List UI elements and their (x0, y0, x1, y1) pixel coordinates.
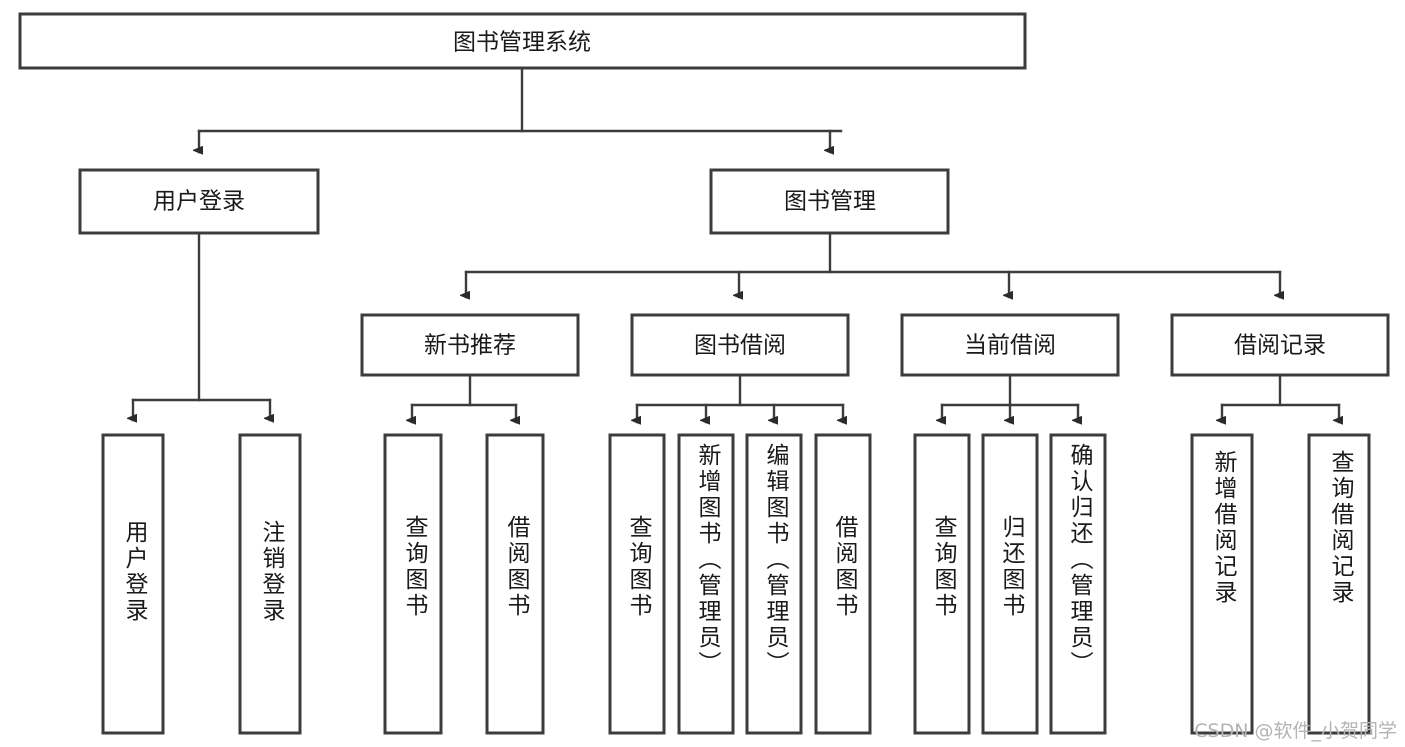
node-current-borrow[interactable]: 当前借阅 (900, 313, 1120, 377)
leaf-box-borrow-record-1[interactable] (1190, 433, 1254, 735)
leaf-box-book-borrow-2[interactable] (677, 433, 735, 735)
leaf-label-book-borrow-3: 编辑图书（管理员） (762, 443, 788, 677)
csdn-watermark: CSDN @软件_小贺同学 (1194, 720, 1397, 742)
leaf-box-current-borrow-3[interactable] (1049, 433, 1107, 735)
leaf-label-current-borrow-2: 归还图书 (998, 515, 1024, 619)
leaf-label-borrow-record-1: 新增借阅记录 (1210, 450, 1236, 606)
leaf-box-new-book-1[interactable] (383, 433, 443, 735)
node-current-borrow-label: 当前借阅 (964, 333, 1056, 359)
node-new-book-recommend-box (360, 313, 580, 377)
leaf-box-current-borrow-2[interactable] (981, 433, 1039, 735)
leaf-label-current-borrow-3: 确认归还（管理员） (1066, 443, 1092, 677)
leaf-box-borrow-record-2[interactable] (1307, 433, 1371, 735)
node-borrow-record[interactable]: 借阅记录 (1170, 313, 1390, 377)
connector-group-new-book (412, 373, 516, 422)
leaf-label-user-login-1: 用户登录 (121, 520, 147, 624)
node-root-box (18, 12, 1027, 70)
node-borrow-record-label: 借阅记录 (1234, 333, 1326, 359)
node-root-system[interactable]: 图书管理系统 (18, 12, 1027, 70)
leaf-label-book-borrow-1: 查询图书 (625, 515, 651, 619)
node-root-label: 图书管理系统 (453, 30, 591, 56)
node-user-login-box (78, 168, 320, 235)
connector-group-current-borrow (942, 373, 1078, 422)
leaf-box-book-borrow-1[interactable] (608, 433, 666, 735)
node-user-login-label: 用户登录 (153, 189, 245, 215)
node-book-manage-label: 图书管理 (784, 189, 876, 215)
leaf-box-user-login-1[interactable] (101, 433, 165, 735)
node-current-borrow-box (900, 313, 1120, 377)
node-user-login[interactable]: 用户登录 (78, 168, 320, 235)
connector-group-book-borrow (637, 373, 843, 422)
connector-group-borrow-record (1222, 373, 1339, 422)
leaf-label-book-borrow-4: 借阅图书 (831, 515, 857, 619)
leaf-label-current-borrow-1: 查询图书 (930, 515, 956, 619)
leaf-box-book-borrow-3[interactable] (745, 433, 803, 735)
leaf-label-user-login-2: 注销登录 (258, 520, 284, 624)
node-book-borrow[interactable]: 图书借阅 (630, 313, 850, 377)
leaf-box-user-login-2[interactable] (238, 433, 302, 735)
leaf-label-book-borrow-2: 新增图书（管理员） (694, 443, 720, 677)
leaf-label-new-book-2: 借阅图书 (503, 515, 529, 619)
connector-group-book-manage (466, 231, 1280, 297)
leaf-box-current-borrow-1[interactable] (913, 433, 971, 735)
connector-group-root (199, 66, 843, 152)
node-book-manage[interactable]: 图书管理 (709, 168, 950, 235)
node-borrow-record-box (1170, 313, 1390, 377)
node-book-borrow-label: 图书借阅 (694, 333, 786, 359)
node-new-book-recommend[interactable]: 新书推荐 (360, 313, 580, 377)
node-book-manage-box (709, 168, 950, 235)
leaf-box-book-borrow-4[interactable] (814, 433, 872, 735)
leaf-box-new-book-2[interactable] (485, 433, 545, 735)
leaf-label-borrow-record-2: 查询借阅记录 (1327, 450, 1353, 606)
leaf-label-new-book-1: 查询图书 (401, 515, 427, 619)
node-book-borrow-box (630, 313, 850, 377)
connector-group-user-login (133, 231, 270, 420)
node-new-book-recommend-label: 新书推荐 (424, 333, 516, 359)
